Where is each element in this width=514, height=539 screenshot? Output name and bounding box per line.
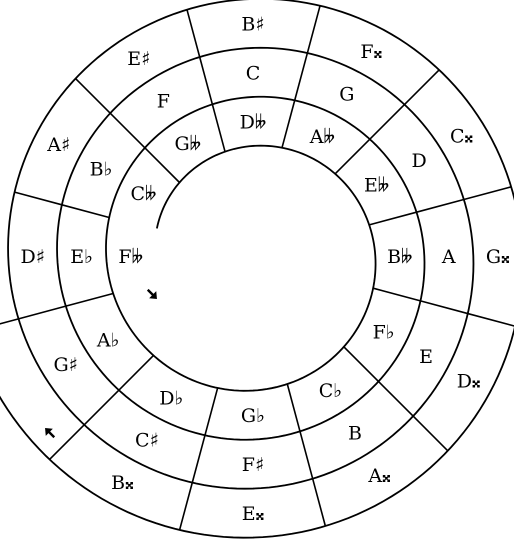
cell-divider (49, 424, 85, 460)
note-label: D (411, 150, 426, 172)
note-label: F𝄫 (118, 246, 143, 268)
cell-divider (306, 5, 321, 54)
note-label: C (246, 62, 261, 84)
cell-divider (299, 431, 314, 479)
cell-divider (416, 198, 465, 213)
cell-divider (204, 387, 219, 436)
note-label: F♭ (373, 322, 395, 344)
note-label: C♭ (319, 380, 343, 402)
note-label: B♭ (90, 158, 113, 180)
note-label: A♭ (96, 330, 120, 352)
note-label: D𝄪 (457, 371, 481, 393)
note-label: F♯ (242, 454, 264, 476)
arrow-down-right-icon (146, 288, 157, 299)
note-label: A (441, 246, 456, 268)
cell-divider (178, 482, 194, 531)
cell-divider (198, 56, 214, 105)
cell-divider (463, 186, 512, 201)
cell-divider (372, 287, 421, 302)
cell-divider (467, 312, 514, 327)
note-label: D𝄫 (240, 111, 267, 133)
cell-divider (14, 191, 63, 206)
cell-divider (0, 318, 19, 325)
note-label: E𝄫 (364, 175, 389, 197)
note-label: A♯ (46, 134, 70, 156)
note-label: F (157, 91, 170, 113)
cell-divider (18, 305, 67, 320)
note-label: C𝄫 (131, 183, 157, 205)
note-label: E𝄪 (242, 503, 264, 525)
arrows (45, 288, 157, 439)
note-label: G𝄫 (174, 133, 201, 155)
cell-divider (118, 354, 155, 391)
cell-divider (83, 389, 120, 426)
cell-divider (403, 69, 440, 106)
note-label: C♯ (135, 430, 159, 452)
note-label: E (419, 346, 433, 368)
note-label: E♯ (127, 48, 150, 70)
cell-divider (420, 300, 468, 315)
cell-divider (144, 147, 181, 184)
note-label: G♯ (54, 354, 78, 376)
cell-divider (65, 292, 114, 307)
arrow-up-left-icon (45, 428, 56, 439)
cell-divider (211, 104, 226, 152)
cell-divider (61, 204, 110, 219)
cell-divider (377, 380, 414, 417)
cell-divider (369, 103, 406, 140)
cell-divider (191, 435, 206, 483)
cell-divider (412, 415, 449, 452)
cell-divider (109, 112, 146, 149)
cell-divider (368, 211, 417, 226)
note-label: B (348, 423, 362, 445)
note-label: A𝄫 (309, 126, 335, 148)
cell-divider (74, 77, 111, 114)
note-label: E♭ (70, 246, 93, 268)
note-labels: F𝄫 C𝄫 G𝄫 D𝄫 A𝄫 E𝄫 B𝄫 F♭ C♭ G♭ D♭ A♭ E♭ B♭ F C G D A E B F♯ C♯ G… (20, 13, 509, 525)
note-label: F𝄪 (360, 41, 382, 63)
cell-divider (343, 346, 380, 383)
note-label: A𝄪 (367, 465, 390, 487)
note-label: G♭ (241, 405, 265, 427)
note-label: D♯ (20, 246, 44, 268)
note-label: B♯ (241, 13, 264, 35)
cell-divider (186, 9, 201, 58)
note-label: B𝄪 (111, 472, 134, 494)
cell-divider (293, 52, 309, 101)
cell-divider (334, 138, 371, 175)
cell-divider (311, 478, 327, 527)
cell-divider (286, 383, 301, 432)
note-label: C𝄪 (450, 126, 473, 148)
note-label: G (339, 84, 354, 106)
cell-divider (281, 100, 296, 148)
note-label: D♭ (159, 387, 183, 409)
note-label: B𝄫 (387, 246, 412, 268)
note-label: G𝄪 (486, 246, 510, 268)
